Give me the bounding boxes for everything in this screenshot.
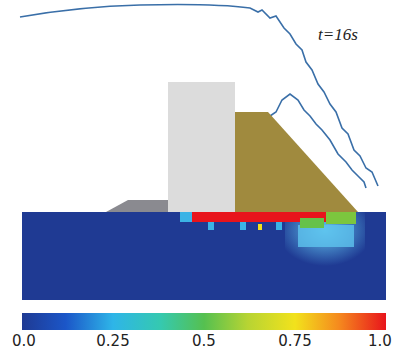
seepage-zone bbox=[208, 222, 214, 230]
seepage-zone bbox=[276, 222, 282, 230]
time-label: t=16s bbox=[318, 26, 358, 43]
backfill bbox=[235, 112, 358, 212]
tick-label: 0.5 bbox=[192, 334, 216, 349]
colorbar bbox=[22, 313, 386, 330]
tick-label: 0.75 bbox=[278, 334, 311, 349]
seepage-zone bbox=[180, 212, 192, 222]
seepage-zone bbox=[258, 224, 262, 230]
tick-label: 0.25 bbox=[96, 334, 129, 349]
seabed bbox=[22, 212, 386, 300]
seepage-zone bbox=[240, 222, 246, 230]
seepage-zone bbox=[300, 218, 324, 228]
tick-label: 1.0 bbox=[368, 334, 392, 349]
seepage-zone bbox=[298, 225, 354, 247]
tick-label: 0.0 bbox=[12, 334, 36, 349]
caisson bbox=[168, 82, 235, 212]
seepage-zone bbox=[326, 212, 356, 224]
